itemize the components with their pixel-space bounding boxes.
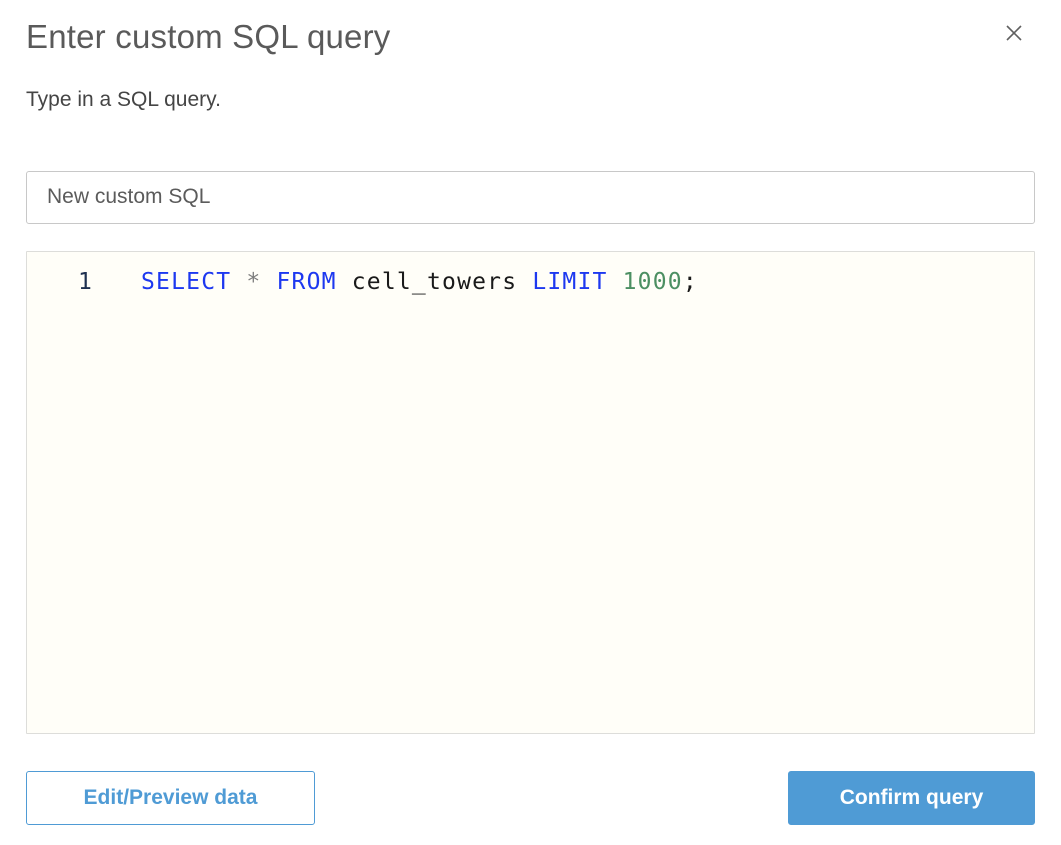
edit-preview-data-button[interactable]: Edit/Preview data [26, 771, 315, 825]
sql-token-keyword: LIMIT [532, 268, 608, 295]
sql-token-space [261, 269, 276, 295]
sql-token-keyword: FROM [276, 268, 337, 295]
custom-sql-name-input[interactable] [26, 170, 1035, 224]
sql-token-number: 1000 [622, 268, 683, 295]
sql-token-identifier: cell_towers [336, 268, 533, 295]
confirm-query-button[interactable]: Confirm query [788, 771, 1035, 825]
close-button[interactable] [1001, 20, 1027, 46]
dialog-title: Enter custom SQL query [26, 18, 391, 55]
close-icon [1005, 24, 1023, 42]
sql-token-keyword: SELECT [141, 268, 232, 295]
sql-token-space [608, 269, 623, 295]
sql-code-editor[interactable]: 1 SELECT * FROM cell_towers LIMIT 1000; [26, 250, 1035, 734]
dialog-subtitle: Type in a SQL query. [26, 88, 221, 112]
sql-token-operator: * [246, 268, 262, 295]
dialog-footer: Edit/Preview data Confirm query [26, 771, 1035, 825]
editor-line: 1 SELECT * FROM cell_towers LIMIT 1000; [27, 267, 1034, 297]
sql-code-line: SELECT * FROM cell_towers LIMIT 1000; [93, 267, 698, 297]
sql-token-space [231, 269, 246, 295]
line-number: 1 [77, 268, 93, 295]
sql-token-semicolon: ; [682, 268, 698, 295]
